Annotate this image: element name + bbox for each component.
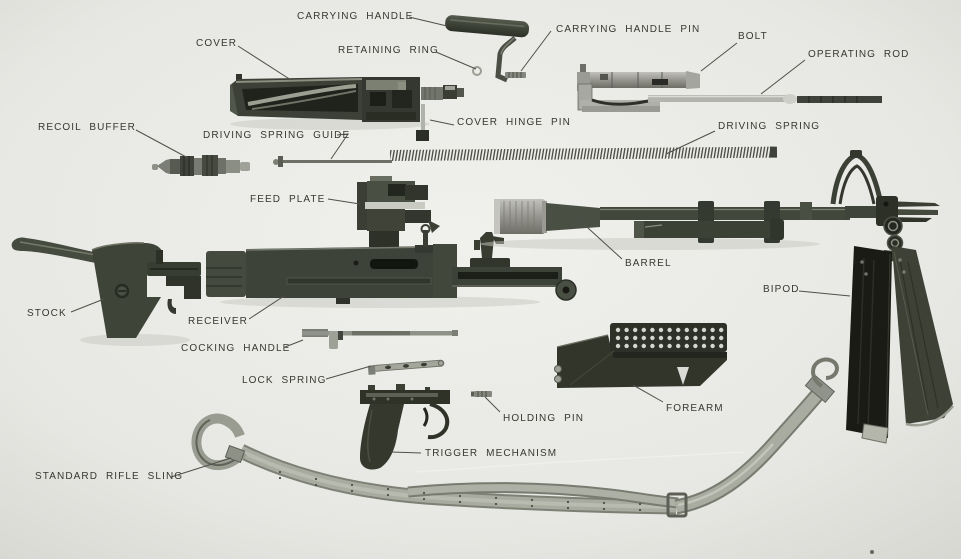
part-carrying-handle: [445, 15, 530, 83]
leader-carrying-handle: [408, 16, 448, 27]
label-lock-spring: LOCK SPRING: [242, 375, 327, 386]
leader-standard-rifle-sling: [170, 457, 232, 478]
part-forearm: [554, 323, 727, 388]
label-cover-hinge-pin: COVER HINGE PIN: [457, 117, 571, 128]
leader-stock: [70, 298, 105, 313]
part-barrel: [480, 199, 940, 250]
label-bolt: BOLT: [738, 31, 768, 42]
part-carrying-handle-pin: [505, 72, 526, 78]
label-holding-pin: HOLDING PIN: [503, 413, 585, 424]
label-barrel: BARREL: [625, 258, 672, 269]
label-feed-plate: FEED PLATE: [250, 194, 326, 205]
label-retaining-ring: RETAINING RING: [338, 45, 439, 56]
leader-receiver: [248, 295, 285, 320]
label-forearm: FOREARM: [666, 403, 724, 414]
leader-cocking-handle: [284, 339, 304, 348]
leader-driving-spring: [665, 130, 716, 155]
leader-recoil-buffer: [135, 129, 189, 159]
part-operating-rod: [577, 83, 882, 112]
label-carrying-handle: CARRYING HANDLE: [297, 11, 414, 22]
label-trigger-mechanism: TRIGGER MECHANISM: [425, 448, 558, 459]
label-recoil-buffer: RECOIL BUFFER: [38, 122, 136, 133]
part-receiver: [206, 224, 577, 308]
leader-driving-spring-guide: [330, 133, 350, 160]
label-driving-spring: DRIVING SPRING: [718, 121, 821, 132]
part-trigger-mechanism: [360, 384, 450, 470]
part-lock-spring: [367, 359, 445, 375]
leader-holding-pin: [484, 396, 501, 413]
label-driving-spring-guide: DRIVING SPRING GUIDE: [203, 130, 351, 141]
leader-lock-spring: [325, 365, 372, 380]
label-receiver: RECEIVER: [188, 316, 248, 327]
part-feed-plate: [357, 176, 440, 247]
part-cocking-handle: [302, 329, 458, 349]
leader-retaining-ring: [435, 51, 477, 70]
label-cocking-handle: COCKING HANDLE: [181, 343, 291, 354]
part-bolt: [577, 64, 700, 91]
label-bipod: BIPOD: [763, 284, 800, 295]
leader-forearm: [632, 384, 664, 403]
part-bipod: [830, 150, 954, 444]
leader-cover-hinge-pin: [429, 119, 455, 126]
part-standard-rifle-sling: [191, 357, 840, 518]
leader-trigger-mechanism: [390, 451, 422, 454]
part-stock: [11, 237, 201, 346]
dust-speck: [870, 550, 874, 554]
part-driving-spring-guide: [273, 156, 392, 167]
leader-barrel: [576, 217, 623, 260]
leader-lines: [70, 16, 851, 478]
label-cover: COVER: [196, 38, 238, 49]
leader-cover: [237, 45, 292, 81]
label-carrying-handle-pin: CARRYING HANDLE PIN: [556, 24, 701, 35]
part-holding-pin: [471, 391, 492, 397]
part-cover: [230, 74, 464, 130]
label-operating-rod: OPERATING ROD: [808, 49, 910, 60]
part-retaining-ring: [472, 66, 482, 76]
part-driving-spring: [389, 146, 778, 161]
leader-feed-plate: [327, 198, 361, 205]
label-standard-rifle-sling: STANDARD RIFLE SLING: [35, 471, 184, 482]
leader-bolt: [700, 42, 738, 72]
leader-carrying-handle-pin: [520, 30, 552, 72]
leader-operating-rod: [760, 59, 806, 95]
leader-bipod: [798, 290, 851, 297]
photo-scratch: [414, 451, 746, 473]
label-stock: STOCK: [27, 308, 67, 319]
part-recoil-buffer: [152, 155, 250, 176]
part-cover-hinge-pin: [416, 104, 429, 141]
